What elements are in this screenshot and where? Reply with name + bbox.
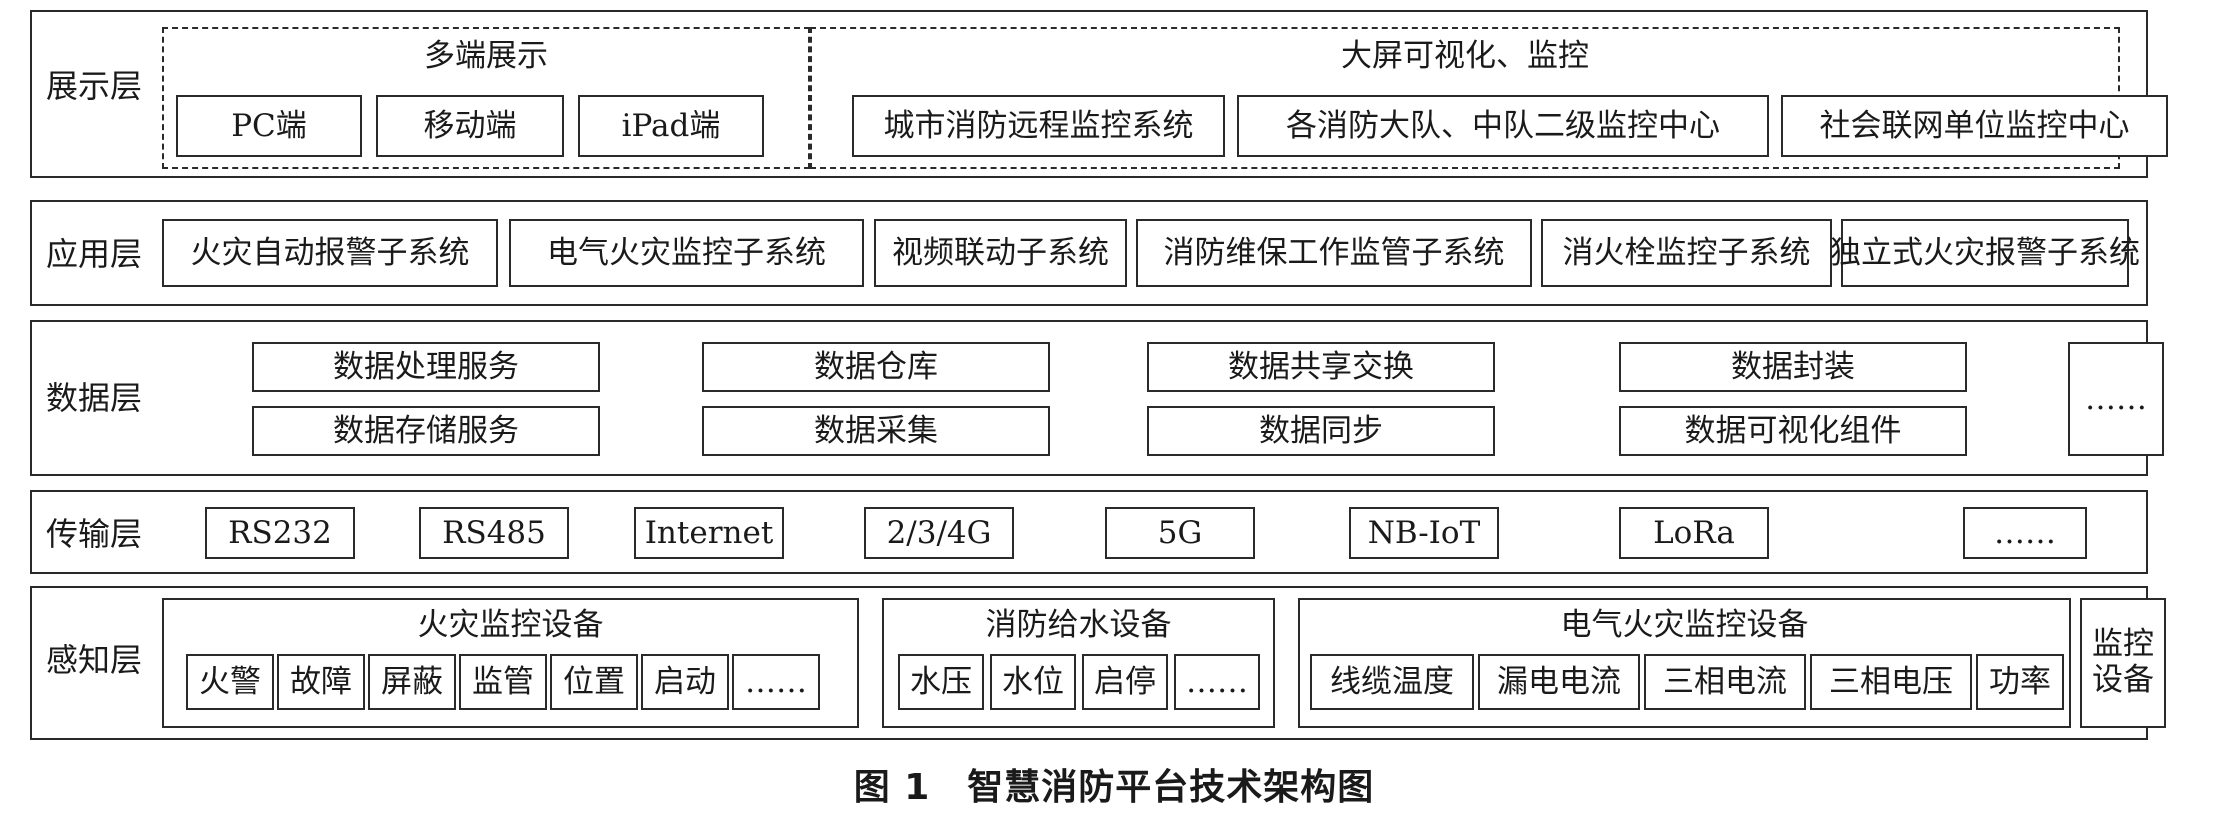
power: 功率 — [1976, 654, 2064, 710]
fire-monitor-device-group: 火灾监控设备 火警 故障 屏蔽 监管 位置 启动 …… — [162, 598, 859, 728]
city-fire-remote-monitor-system: 城市消防远程监控系统 — [852, 95, 1225, 157]
transport-rs232: RS232 — [205, 507, 355, 559]
sensor-more: …… — [732, 654, 820, 710]
terminal-pc: PC端 — [176, 95, 362, 157]
data-storage-service: 数据存储服务 — [252, 406, 600, 456]
monitor-device-box: 监控 设备 — [2080, 598, 2166, 728]
cable-temperature: 线缆温度 — [1310, 654, 1474, 710]
fire-monitor-device-title: 火灾监控设备 — [417, 607, 604, 643]
three-phase-current: 三相电流 — [1644, 654, 1806, 710]
big-screen-group: 大屏可视化、监控 城市消防远程监控系统 各消防大队、中队二级监控中心 社会联网单… — [810, 27, 2168, 169]
application-layer: 应用层 火灾自动报警子系统 电气火灾监控子系统 视频联动子系统 消防维保工作监管… — [30, 200, 2148, 306]
multi-terminal-group: 多端展示 PC端 移动端 iPad端 — [162, 27, 810, 169]
sensor-start: 启动 — [641, 654, 729, 710]
data-processing-service: 数据处理服务 — [252, 342, 600, 392]
leakage-current: 漏电电流 — [1478, 654, 1640, 710]
application-layer-label: 应用层 — [46, 235, 143, 273]
transport-rs485: RS485 — [419, 507, 569, 559]
transport-234g: 2/3/4G — [864, 507, 1014, 559]
data-layer-label: 数据层 — [46, 379, 143, 417]
transport-more: …… — [1963, 507, 2087, 559]
app-video-linkage-subsystem: 视频联动子系统 — [874, 219, 1127, 287]
sensor-position: 位置 — [550, 654, 638, 710]
monitor-device-line2: 设备 — [2092, 662, 2154, 698]
water-start-stop: 启停 — [1082, 654, 1168, 710]
display-layer: 展示层 多端展示 PC端 移动端 iPad端 大屏可视化、监控 城市消防远程监控… — [30, 10, 2168, 178]
transport-layer-label: 传输层 — [46, 515, 143, 553]
sensor-shield: 屏蔽 — [368, 654, 456, 710]
electric-fire-device-group: 电气火灾监控设备 线缆温度 漏电电流 三相电流 三相电压 功率 — [1298, 598, 2071, 728]
terminal-mobile: 移动端 — [376, 95, 564, 157]
data-more: …… — [2068, 342, 2164, 456]
multi-terminal-title: 多端展示 — [424, 38, 548, 74]
water-more: …… — [1174, 654, 1260, 710]
monitor-device-line1: 监控 — [2092, 626, 2154, 663]
data-layer: 数据层 数据处理服务 数据仓库 数据共享交换 数据封装 数据存储服务 数据采集 … — [30, 320, 2164, 476]
transport-5g: 5G — [1105, 507, 1255, 559]
app-fire-alarm-subsystem: 火灾自动报警子系统 — [162, 219, 498, 287]
figure-caption: 图 1 智慧消防平台技术架构图 — [853, 767, 1375, 808]
brigade-monitor-center: 各消防大队、中队二级监控中心 — [1237, 95, 1769, 157]
perception-layer: 感知层 火灾监控设备 火警 故障 屏蔽 监管 位置 启动 …… 消防给水设备 水… — [30, 586, 2166, 740]
data-sharing-exchange: 数据共享交换 — [1147, 342, 1495, 392]
networked-unit-monitor-center: 社会联网单位监控中心 — [1781, 95, 2168, 157]
water-supply-device-title: 消防给水设备 — [985, 607, 1172, 643]
transport-layer: 传输层 RS232 RS485 Internet 2/3/4G 5G NB-Io… — [30, 490, 2148, 574]
electric-fire-device-title: 电气火灾监控设备 — [1560, 607, 1809, 643]
water-pressure: 水压 — [898, 654, 984, 710]
three-phase-voltage: 三相电压 — [1810, 654, 1972, 710]
display-layer-label: 展示层 — [46, 67, 143, 105]
terminal-ipad: iPad端 — [578, 95, 764, 157]
perception-layer-label: 感知层 — [46, 641, 143, 679]
data-encapsulation: 数据封装 — [1619, 342, 1967, 392]
app-electric-fire-subsystem: 电气火灾监控子系统 — [509, 219, 864, 287]
data-visualization-component: 数据可视化组件 — [1619, 406, 1967, 456]
big-screen-title: 大屏可视化、监控 — [1341, 38, 1589, 74]
sensor-supervision: 监管 — [459, 654, 547, 710]
data-collection: 数据采集 — [702, 406, 1050, 456]
sensor-fire-alarm: 火警 — [186, 654, 274, 710]
sensor-fault: 故障 — [277, 654, 365, 710]
water-supply-device-group: 消防给水设备 水压 水位 启停 …… — [882, 598, 1275, 728]
transport-nbiot: NB-IoT — [1349, 507, 1499, 559]
transport-internet: Internet — [634, 507, 784, 559]
water-level: 水位 — [990, 654, 1076, 710]
transport-lora: LoRa — [1619, 507, 1769, 559]
app-maintenance-supervision-subsystem: 消防维保工作监管子系统 — [1136, 219, 1532, 287]
app-hydrant-monitor-subsystem: 消火栓监控子系统 — [1541, 219, 1832, 287]
data-warehouse: 数据仓库 — [702, 342, 1050, 392]
data-sync: 数据同步 — [1147, 406, 1495, 456]
app-standalone-alarm-subsystem: 独立式火灾报警子系统 — [1830, 219, 2140, 287]
